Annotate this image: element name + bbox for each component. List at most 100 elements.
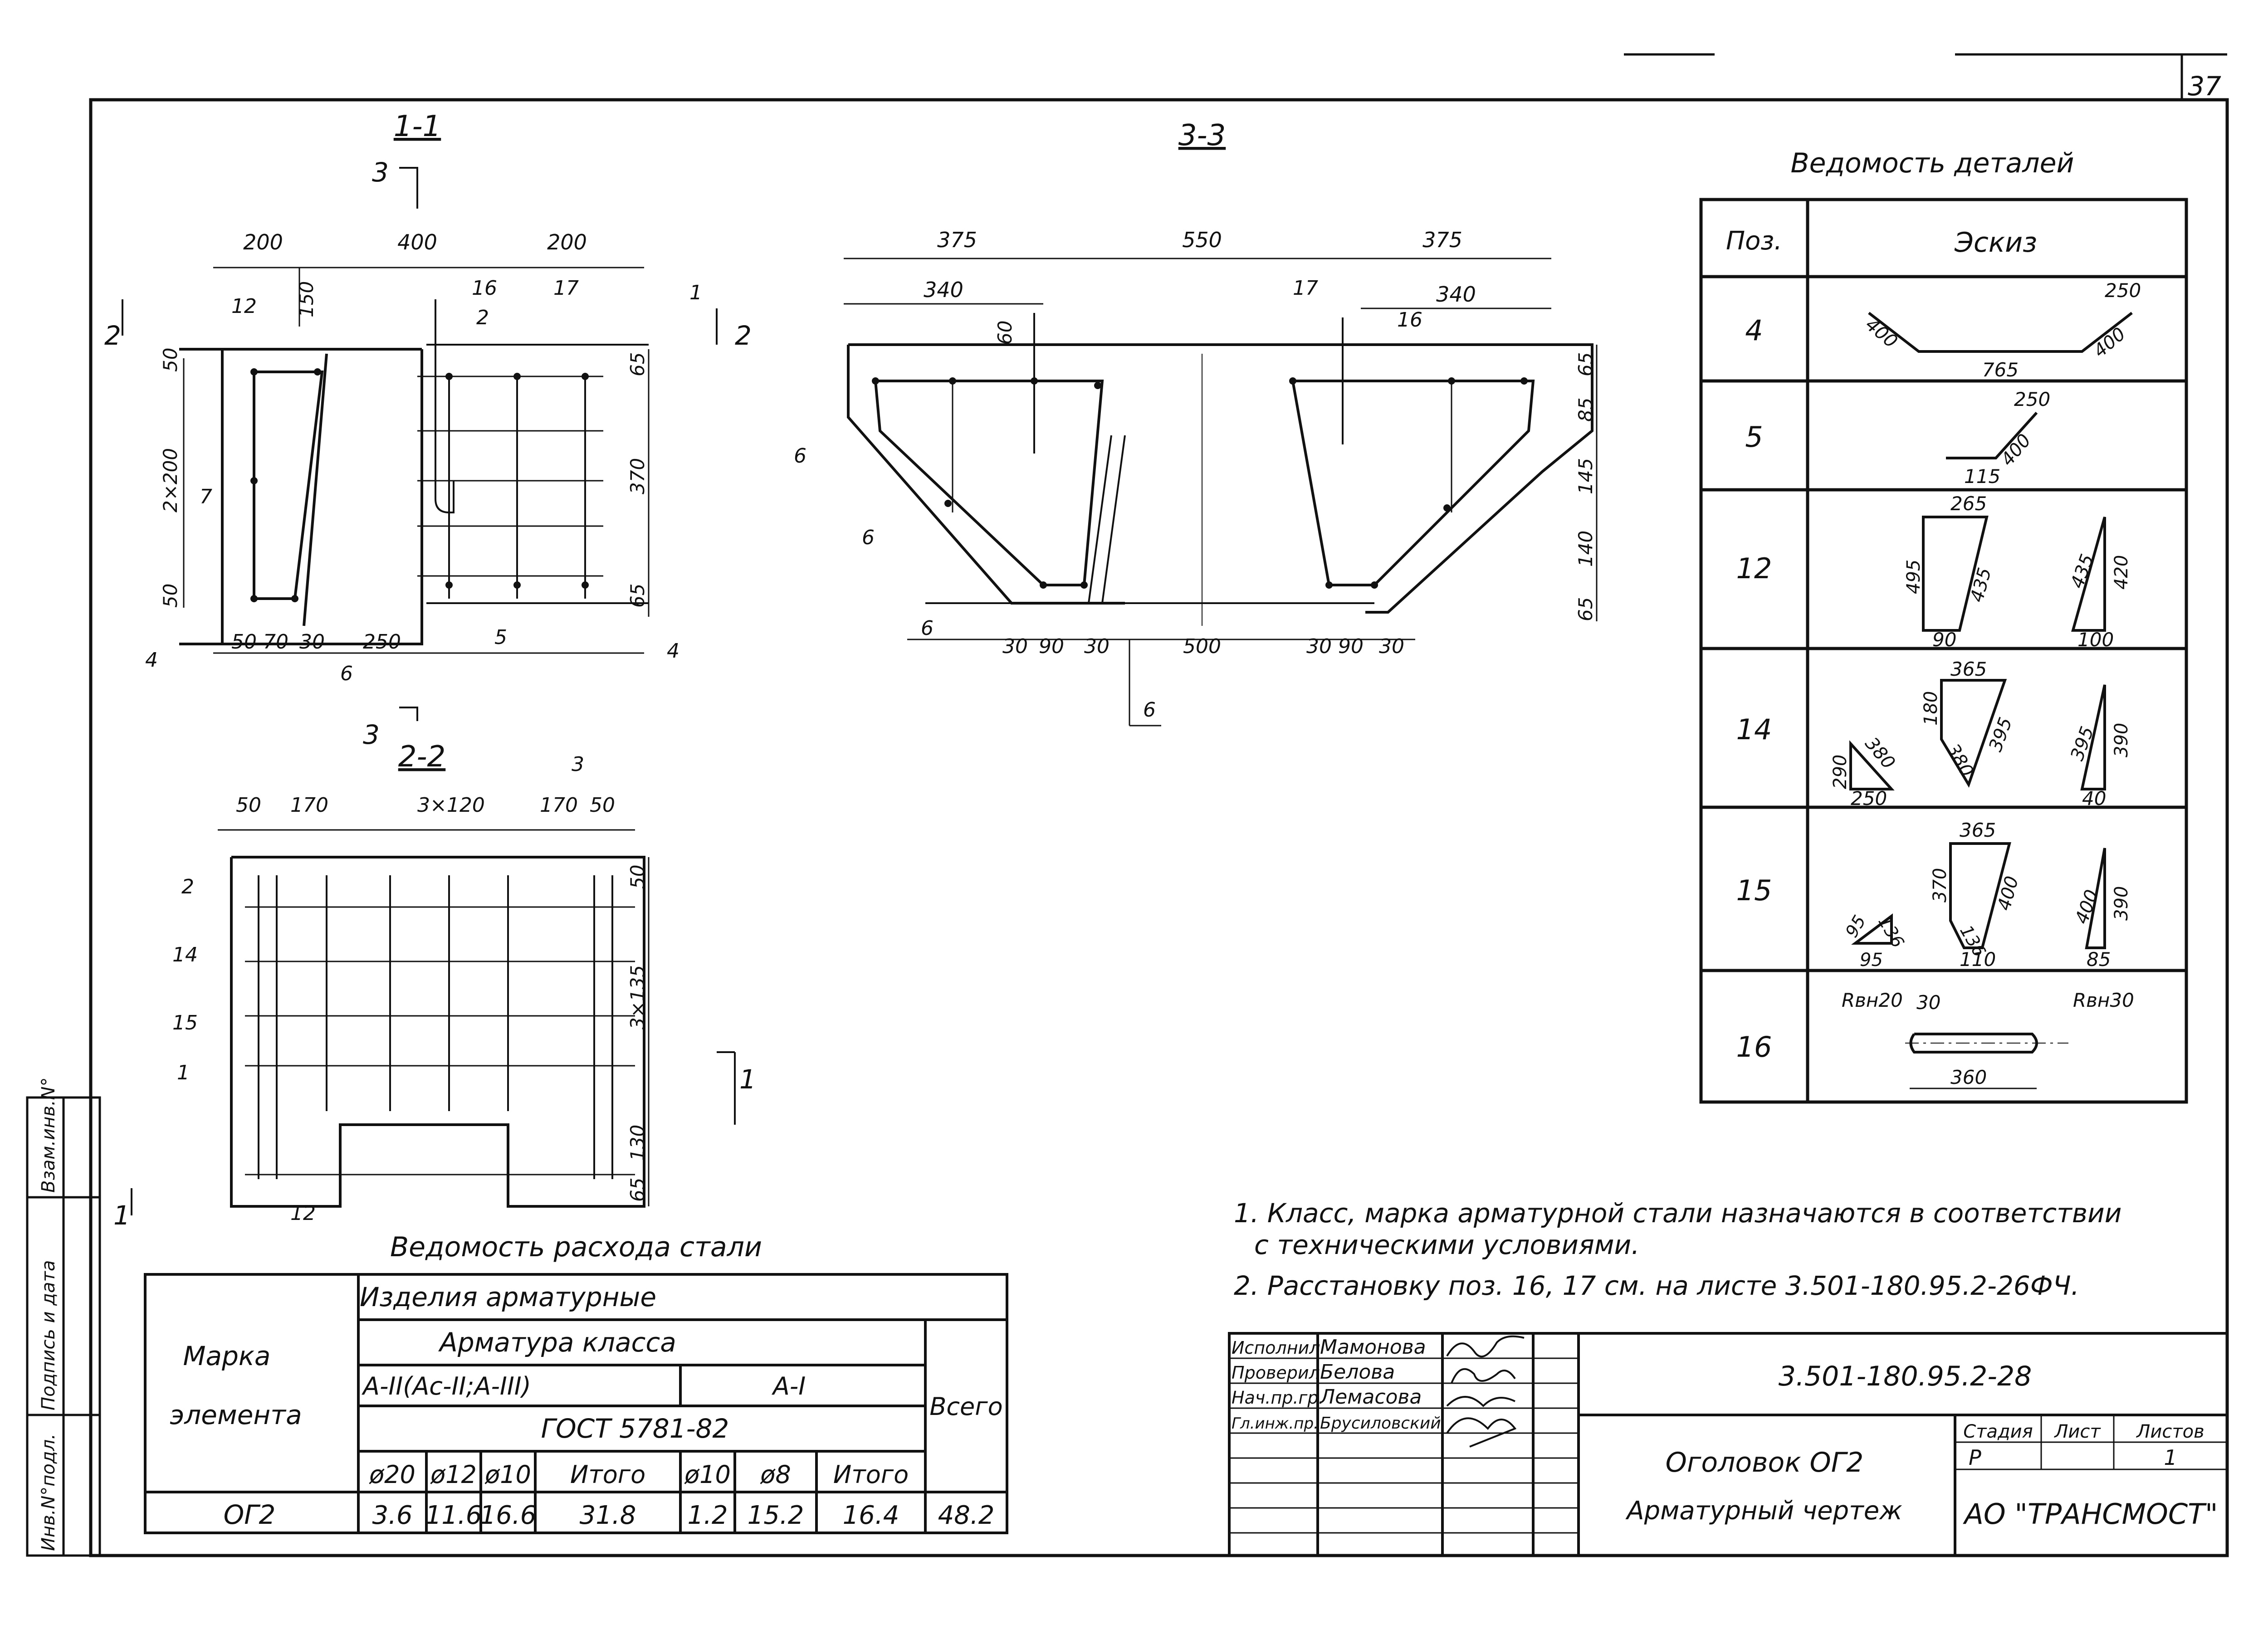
details-title: Ведомость деталей — [1791, 147, 2074, 179]
sketch-12-dim-3: 435 — [1966, 566, 1995, 605]
s33-pos-16: 16 — [1397, 308, 1422, 332]
steel-sub-3: ø10 — [484, 1460, 531, 1489]
s33-pos-6d: 6 — [1143, 698, 1156, 722]
s33-dim-right-3: 145 — [1574, 458, 1597, 494]
s11-dim-right-2: 370 — [626, 458, 649, 494]
s22-dim-top-3: 3×120 — [417, 794, 485, 817]
s11-pos-4a: 4 — [145, 649, 158, 672]
tb-sheet-h: Лист — [2053, 1421, 2101, 1442]
details-pos-16: 16 — [1736, 1030, 1772, 1063]
sketch-15-dim-9: 400 — [2071, 887, 2102, 927]
steel-table: Ведомость расхода стали Марка элемента И… — [144, 1231, 1008, 1534]
s33-dim-top2-2: 340 — [1436, 282, 1476, 307]
s22-dim-top-5: 50 — [590, 794, 615, 817]
sketch-pos-15-c — [2085, 848, 2106, 949]
s22-pos-12: 12 — [290, 1202, 316, 1225]
s33-dim-top-1: 375 — [937, 228, 977, 252]
sketch-15-dim-1: 365 — [1960, 819, 1996, 841]
sketch-12-dim-2: 495 — [1903, 560, 1924, 594]
steel-val-2: 11.6 — [425, 1501, 482, 1530]
section-2-2-title: 2-2 — [398, 740, 446, 774]
details-pos-14: 14 — [1736, 713, 1772, 746]
steel-sub-4: Итого — [570, 1460, 645, 1489]
s33-dim-right-5: 65 — [1574, 597, 1597, 621]
s22-pos-15: 15 — [172, 1011, 198, 1034]
sketch-16-dim-4: 360 — [1950, 1066, 1987, 1088]
s11-dim-right-3: 65 — [626, 584, 649, 608]
s33-dim-bl-2: 90 — [1039, 635, 1064, 658]
tb-org: АО "ТРАНСМОСТ" — [1963, 1497, 2218, 1531]
s11-dim-left-2: 2×200 — [159, 448, 181, 512]
steel-val-8: 48.2 — [938, 1501, 995, 1530]
sketch-4-dim-4: 250 — [2105, 279, 2141, 302]
s22-pos-1: 1 — [177, 1061, 190, 1084]
s11-dim-bottom-1: 50 — [231, 630, 257, 654]
s22-pos-2: 2 — [181, 875, 194, 898]
section-3-3-title: 3-3 — [1178, 119, 1226, 152]
steel-val-6: 15.2 — [748, 1501, 804, 1530]
tb-title-2: Арматурный чертеж — [1625, 1496, 1902, 1526]
steel-row-mark: ОГ2 — [224, 1499, 276, 1530]
tb-stage-v: Р — [1969, 1445, 1981, 1470]
sheet-frame — [89, 53, 2229, 1557]
sketch-pos-12-b — [2071, 517, 2106, 632]
sketch-12-dim-4: 90 — [1932, 629, 1956, 651]
steel-sub-2: ø12 — [430, 1460, 477, 1489]
details-header-pos: Поз. — [1726, 226, 1782, 256]
title-block: Исполнил Проверил Нач.пр.гр. Гл.инж.пр. … — [1228, 1332, 2229, 1557]
section-1-1: 1-1 — [104, 110, 752, 750]
steel-val-3: 16.6 — [480, 1501, 537, 1530]
tb-role-1: Исполнил — [1232, 1338, 1320, 1358]
section-1-1-title: 1-1 — [394, 110, 441, 143]
side-stamp-sign: Подпись и дата — [38, 1260, 59, 1410]
steel-sub-6: ø8 — [760, 1460, 791, 1489]
s11-pos-7: 7 — [200, 485, 212, 508]
s22-cut-left: 1 — [113, 1200, 130, 1231]
sketch-12-dim-6: 420 — [2111, 555, 2132, 590]
sketch-pos-16 — [1909, 1033, 2038, 1054]
s22-dim-right-1: 50 — [626, 865, 649, 889]
s33-dim-bl-3: 30 — [1084, 635, 1110, 658]
steel-h-mark-2: элемента — [170, 1400, 302, 1430]
sketch-5-dim-3: 115 — [1964, 465, 2000, 488]
sketch-5-dim-1: 250 — [2014, 388, 2050, 410]
s11-dim-bottom-3: 30 — [299, 630, 325, 654]
s33-pos-17: 17 — [1293, 277, 1318, 300]
s33-dim-right-2: 85 — [1574, 398, 1597, 422]
sketch-12-dim-1: 265 — [1950, 493, 1987, 515]
s33-dim-right-4: 140 — [1574, 531, 1597, 567]
sketch-14-dim-8: 395 — [2067, 724, 2098, 763]
tb-sheets-v: 1 — [2164, 1445, 2177, 1470]
tb-name-2: Белова — [1320, 1361, 1395, 1384]
section-2-2: 2-2 3 50 170 3×120 170 50 50 — [113, 740, 756, 1231]
sketch-15-dim-3: 400 — [1994, 874, 2023, 913]
tb-name-4: Брусиловский — [1320, 1414, 1441, 1433]
note-1-cont: с техническими условиями. — [1254, 1229, 1640, 1260]
sketch-14-dim-5: 290 — [1830, 755, 1851, 789]
sketch-4-dim-1: 400 — [1862, 314, 1901, 352]
s11-pos-16: 16 — [472, 277, 497, 300]
s22-dim-top-4: 170 — [540, 794, 578, 817]
sketch-14-dim-2: 180 — [1921, 691, 1941, 726]
sketch-14-dim-10: 40 — [2082, 787, 2106, 810]
tb-code: 3.501-180.95.2-28 — [1779, 1361, 2032, 1392]
side-stamp-inv: Инв.N°подл. — [38, 1434, 59, 1551]
note-1: 1. Класс, марка арматурной стали назнача… — [1234, 1198, 2121, 1229]
s11-cut-left: 2 — [104, 320, 121, 351]
note-2: 2. Расстановку поз. 16, 17 см. на листе … — [1234, 1270, 2079, 1301]
sketch-4-dim-3: 400 — [2090, 323, 2130, 361]
sketch-12-dim-5: 435 — [2067, 551, 2098, 591]
s11-dim-top-3: 200 — [547, 230, 587, 254]
s11-dim-bottom-4: 250 — [363, 630, 401, 654]
sketch-pos-14-a — [1940, 679, 2007, 788]
steel-h-class-a2: А-II(Ас-II;А-III) — [362, 1372, 531, 1400]
sketch-pos-14-c — [2080, 684, 2106, 790]
sketch-16-dim-1: Rвн20 — [1842, 989, 1903, 1011]
s33-dim-top-3: 375 — [1422, 228, 1462, 252]
s22-dim-top-2: 170 — [290, 794, 328, 817]
tb-role-4: Гл.инж.пр. — [1232, 1415, 1319, 1433]
s11-dim-top-1: 200 — [243, 230, 283, 254]
steel-title: Ведомость расхода стали — [390, 1231, 762, 1263]
sketch-pos-12-a — [1922, 516, 1989, 632]
